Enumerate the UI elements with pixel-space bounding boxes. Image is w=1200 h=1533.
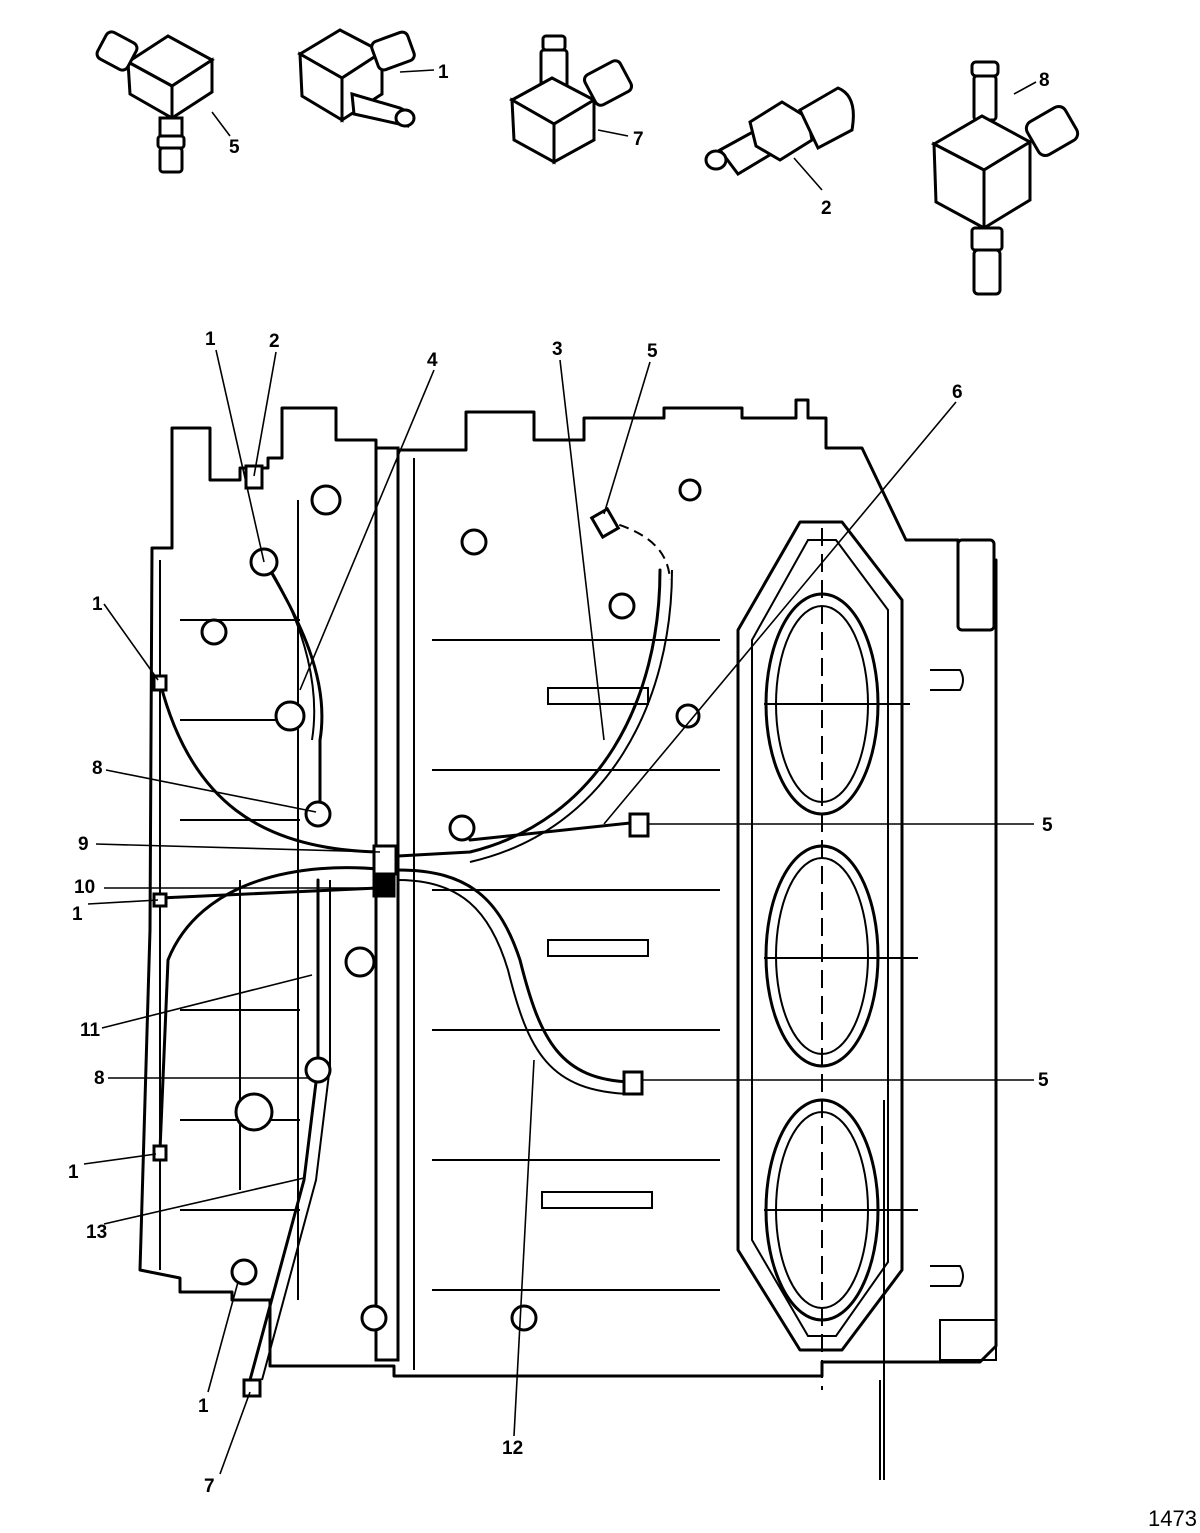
callout-12: 12: [502, 1438, 523, 1459]
callout-5-top: 5: [647, 341, 658, 362]
callout-2: 2: [269, 331, 280, 352]
callout-7: 7: [204, 1476, 215, 1497]
callout-8-upper: 8: [92, 758, 103, 779]
fitting-connector-2: [704, 86, 855, 176]
callout-fitting-1: 1: [438, 62, 449, 83]
callout-1-top: 1: [205, 329, 216, 350]
callout-4: 4: [427, 350, 438, 371]
callout-fitting-5: 5: [229, 137, 240, 158]
engine-block: [138, 398, 998, 1480]
block-fittings: [152, 464, 650, 1398]
callout-fitting-8: 8: [1039, 70, 1050, 91]
callout-13: 13: [86, 1222, 107, 1243]
fitting-tee-8: [930, 60, 1080, 296]
callout-1-bottom: 1: [198, 1396, 209, 1417]
leader-lines: [83, 69, 1037, 1475]
callout-8-lower: 8: [94, 1068, 105, 1089]
callout-11: 11: [80, 1020, 101, 1041]
fitting-elbow-7: [508, 34, 634, 165]
fitting-elbow-1: [297, 28, 416, 128]
callout-1-left-upper: 1: [92, 594, 103, 615]
callout-fitting-7: 7: [633, 129, 644, 150]
callout-10: 10: [74, 877, 95, 898]
callouts: 5 1 7 2 8 1 2 4 3 5 6 1 8 5 9 10 1 11 8 …: [68, 62, 1197, 1531]
callout-1-left-mid: 1: [72, 904, 83, 925]
callout-1-left-lower: 1: [68, 1162, 79, 1183]
callout-5-right-lower: 5: [1038, 1070, 1049, 1091]
figure-number: 1473: [1148, 1506, 1197, 1531]
fitting-tee-5: [95, 30, 215, 174]
callout-5-right-upper: 5: [1042, 815, 1053, 836]
callout-9: 9: [78, 834, 89, 855]
callout-fitting-2: 2: [821, 198, 832, 219]
callout-6: 6: [952, 382, 963, 403]
hose-routing: [158, 519, 673, 1382]
callout-3: 3: [552, 339, 563, 360]
